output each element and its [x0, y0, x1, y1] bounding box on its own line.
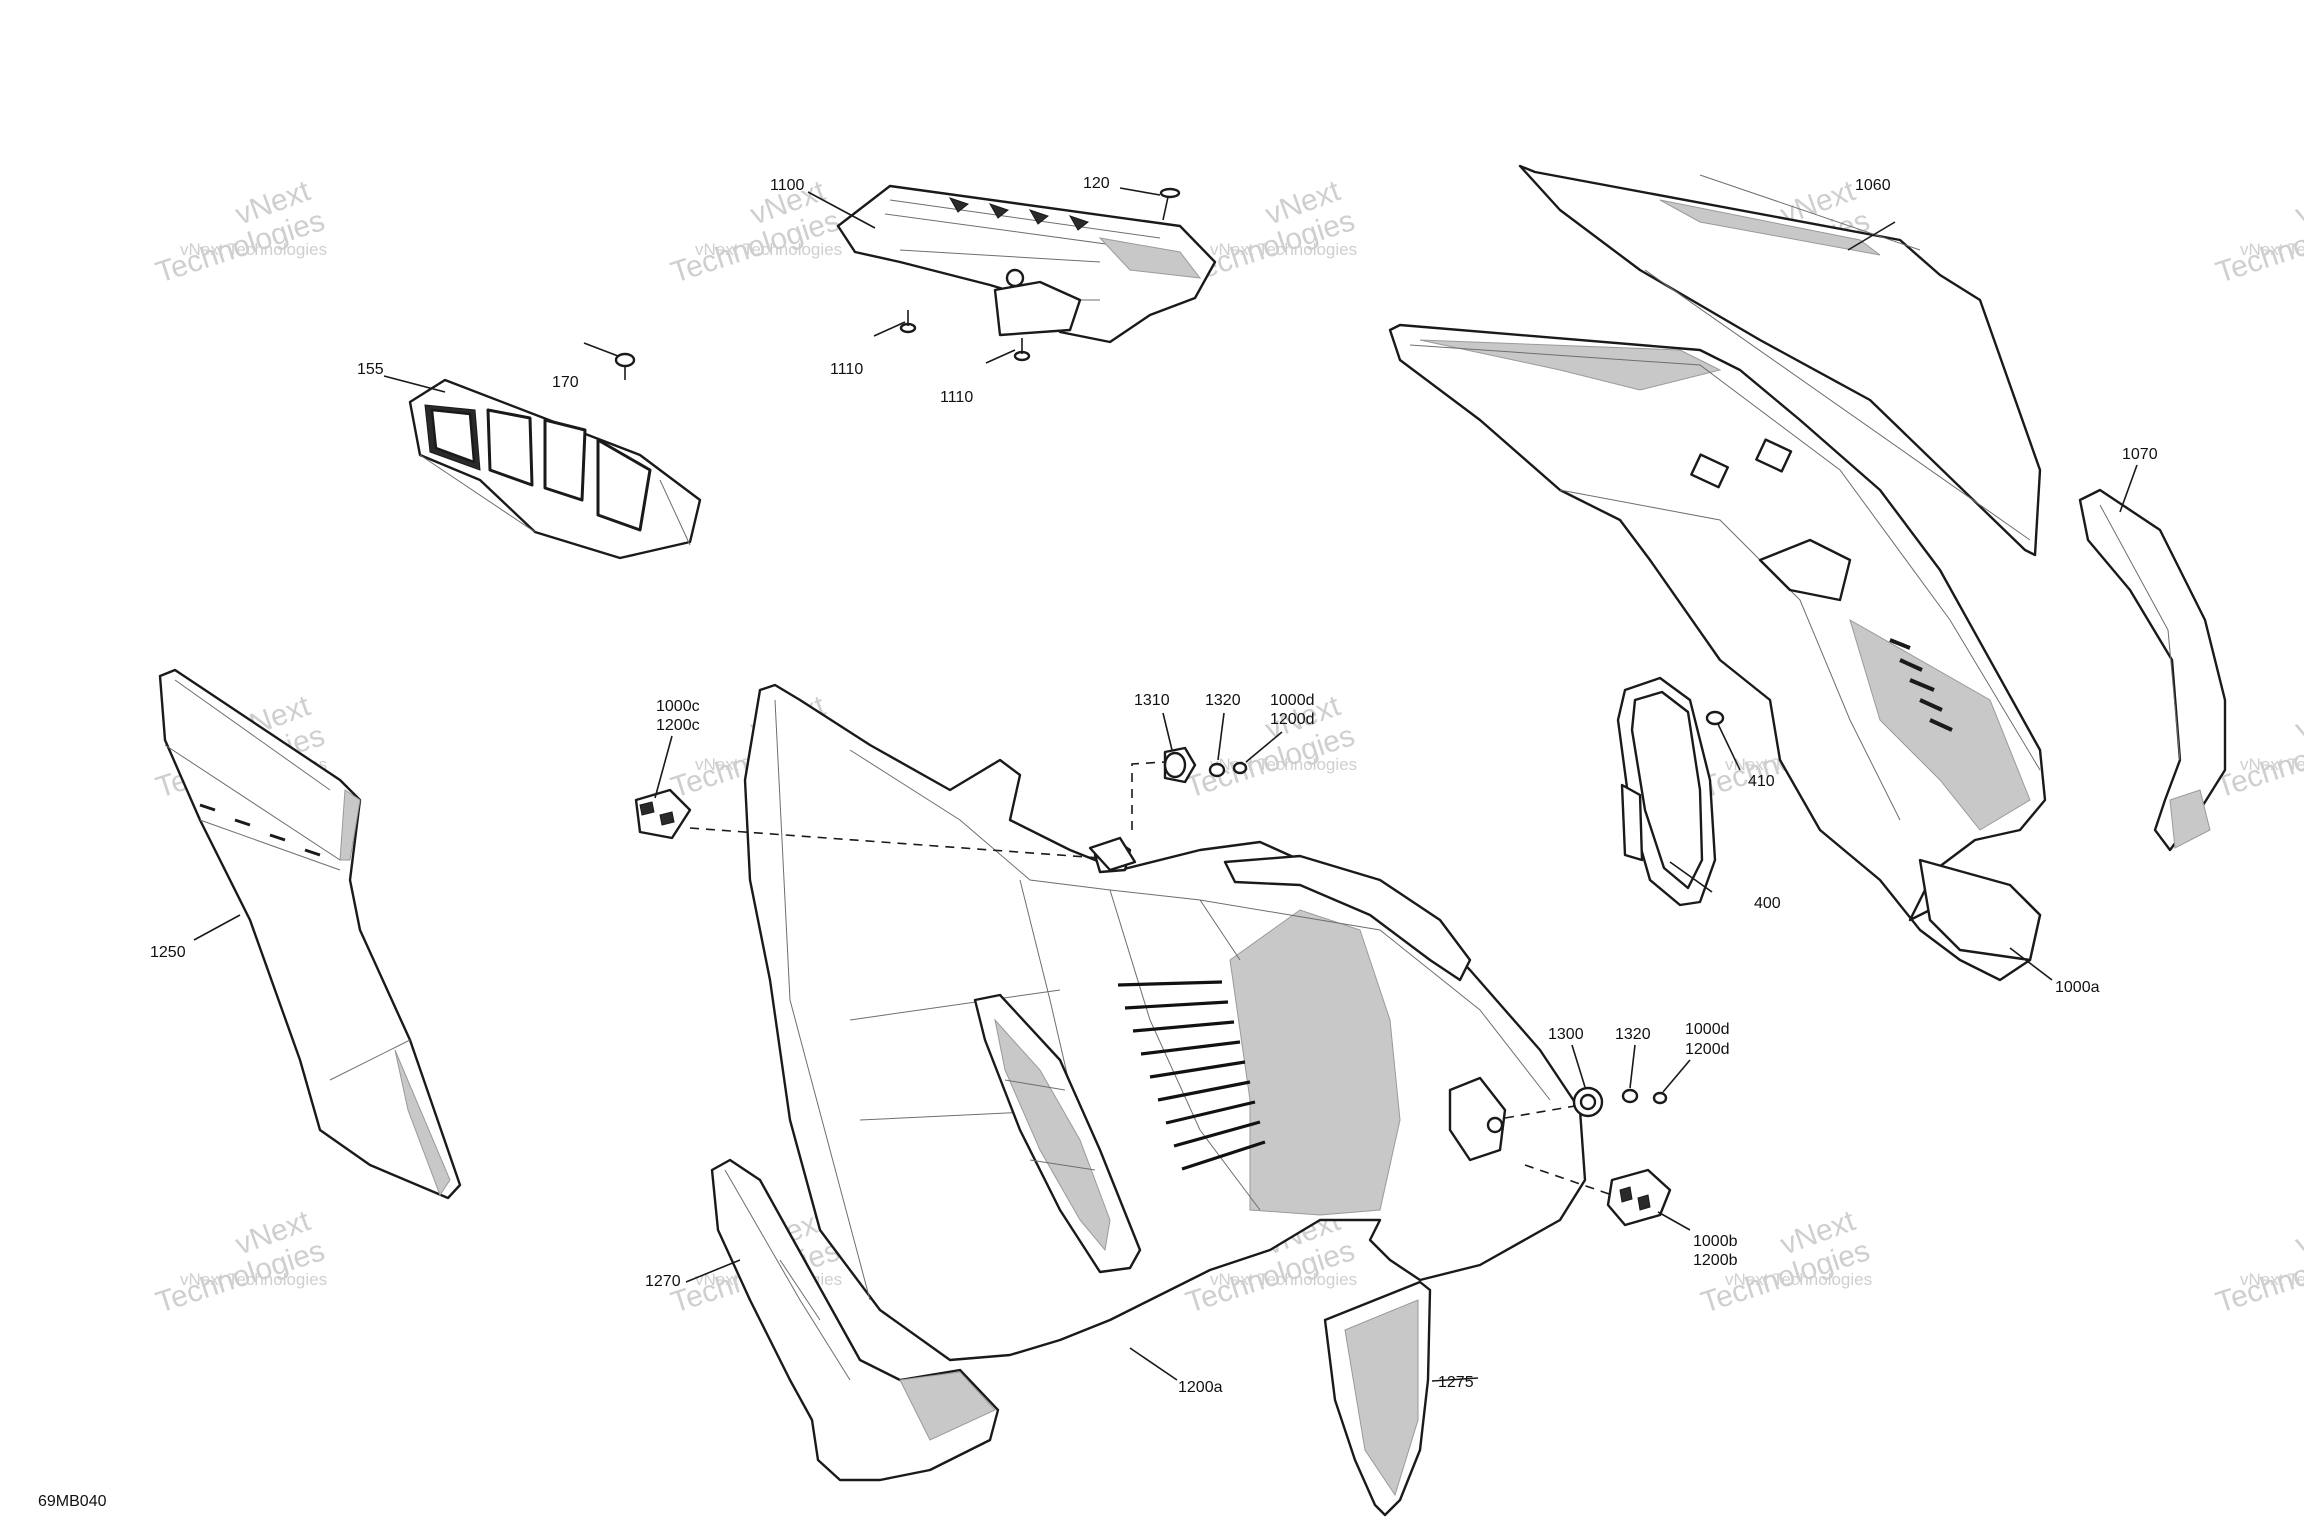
watermark-brand: vNext: [2291, 689, 2304, 746]
washer-1320-b: [1621, 1088, 1639, 1104]
callout-155: 155: [357, 361, 384, 378]
nut-1000d-b: [1652, 1091, 1668, 1105]
callout-1200d-a: 1200d: [1270, 711, 1315, 728]
callout-1250: 1250: [150, 944, 186, 961]
callout-1000b: 1000b: [1693, 1233, 1738, 1250]
watermark-line1: vNext Technologies: [180, 240, 327, 259]
callout-1310: 1310: [1134, 692, 1170, 709]
fastener-1110-a: [899, 310, 917, 334]
part-1070-side-trim: [2078, 488, 2227, 852]
part-1200a-main-fairing: [743, 683, 1587, 1362]
callout-1275: 1275: [1438, 1374, 1474, 1391]
part-1300-bushing: [1572, 1086, 1604, 1118]
callout-1100: 1100: [770, 177, 805, 194]
callout-1110-b: 1110: [940, 389, 973, 406]
watermark-line1: vNext Technologies: [180, 1270, 327, 1289]
part-1100-light-housing: [836, 184, 1217, 344]
callout-120: 120: [1083, 175, 1110, 192]
watermark-line2: Technologies: [2212, 204, 2304, 290]
callout-1000d-b: 1000d: [1685, 1021, 1730, 1038]
callout-1070: 1070: [2122, 446, 2158, 463]
watermark-line1: vNext Technologies: [2240, 755, 2304, 774]
callout-1200a: 1200a: [1178, 1379, 1223, 1396]
part-155-vent-grille: [408, 378, 702, 560]
callout-1300: 1300: [1548, 1026, 1584, 1043]
part-1270-lower-trim: [710, 1158, 1000, 1482]
callout-1000d-a: 1000d: [1270, 692, 1315, 709]
watermark-line1: vNext Technologies: [2240, 240, 2304, 259]
callout-1110-a: 1110: [830, 361, 863, 378]
fastener-170: [614, 352, 636, 380]
fastener-120: [1159, 187, 1181, 221]
callout-1000c: 1000c: [656, 698, 700, 715]
leader-lines: [193, 187, 2138, 1382]
part-1000c-turn-signal: [634, 788, 692, 840]
callout-1320-a: 1320: [1205, 692, 1241, 709]
callout-1200c: 1200c: [656, 717, 700, 734]
washer-1320-a: [1208, 762, 1226, 778]
fastener-1110-b: [1013, 338, 1031, 362]
part-1000a-side-panel: [1388, 323, 2047, 982]
part-1275-lower-trim: [1323, 1280, 1432, 1517]
watermark-line1: vNext Technologies: [2240, 1270, 2304, 1289]
watermark-line1: vNext Technologies: [1210, 1270, 1357, 1289]
callout-400: 400: [1754, 895, 1781, 912]
callout-labels: 1100 120 1110 1110 155 170 1060 1070 125…: [150, 175, 2158, 1396]
watermark-brand: vNext: [2291, 174, 2304, 231]
watermark-brand: vNext: [2291, 1204, 2304, 1261]
callout-170: 170: [552, 374, 579, 391]
watermark-line1: vNext Technologies: [1210, 240, 1357, 259]
assembly-line-1300: [1504, 1105, 1576, 1119]
part-1060-windshield: [1518, 164, 2042, 557]
watermark-line1: vNext Technologies: [695, 240, 842, 259]
assembly-line-1310: [1131, 761, 1166, 830]
nut-1000d-a: [1232, 761, 1248, 775]
assembly-line-1000c: [689, 827, 1101, 859]
callout-1000a: 1000a: [2055, 979, 2100, 996]
part-400-mirror: [1616, 676, 1717, 907]
callout-1320-b: 1320: [1615, 1026, 1651, 1043]
callout-1270: 1270: [645, 1273, 681, 1290]
fairing-vent-slats: [1117, 980, 1266, 1171]
mount-bracket: [1088, 836, 1137, 872]
part-1250-left-side-panel: [158, 668, 462, 1200]
watermark-line1: vNext Technologies: [1725, 1270, 1872, 1289]
callout-1200b: 1200b: [1693, 1252, 1738, 1269]
fastener-410: [1705, 710, 1725, 726]
part-1310-bushing: [1163, 746, 1197, 784]
callout-1200d-b: 1200d: [1685, 1041, 1730, 1058]
callout-1060: 1060: [1855, 177, 1891, 194]
callout-410: 410: [1748, 773, 1775, 790]
figure-code: 69MB040: [38, 1493, 107, 1510]
part-1000b-turn-signal: [1606, 1168, 1672, 1227]
watermark-line2: Technologies: [2212, 1234, 2304, 1320]
